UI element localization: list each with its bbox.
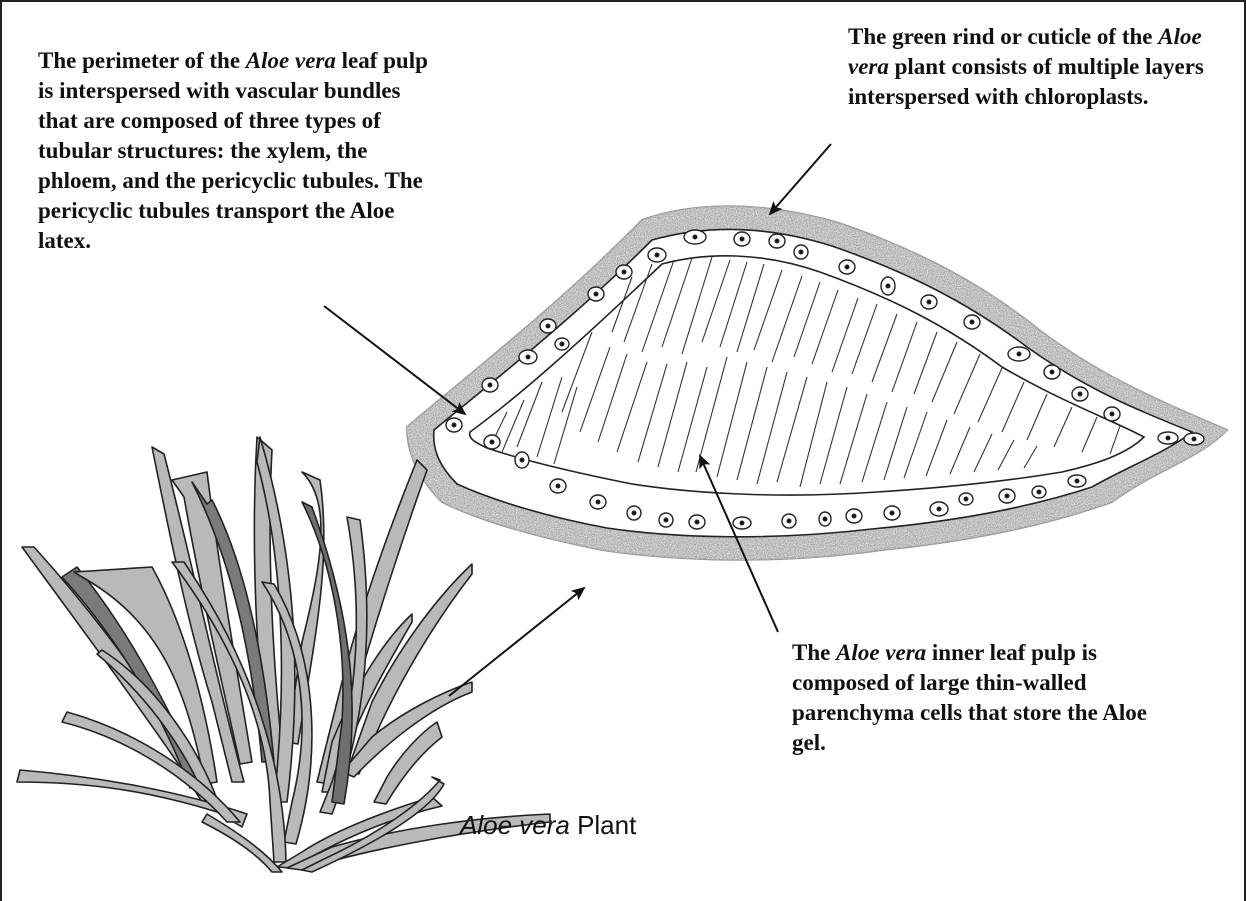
leaf-cross-section (407, 206, 1227, 560)
vascular-bundle (446, 418, 462, 432)
vascular-bundle (1008, 347, 1030, 361)
vascular-bundle (930, 502, 948, 516)
vascular-bundle (881, 277, 895, 295)
vascular-bundle (590, 495, 606, 509)
vascular-bundle (515, 452, 529, 468)
annotation-text: plant consists of multiple layers inters… (848, 54, 1204, 109)
annotation-text: The green rind or cuticle of the (848, 24, 1158, 49)
vascular-bundle (689, 515, 705, 529)
vascular-bundle (540, 319, 556, 333)
arrow-perimeter (324, 306, 465, 414)
vascular-bundle (999, 489, 1015, 503)
annotation-species: Aloe vera (836, 640, 926, 665)
vascular-bundle (1044, 365, 1060, 379)
annotation-text: The perimeter of the (38, 48, 246, 73)
vascular-bundle (921, 295, 937, 309)
vascular-bundle (782, 514, 796, 528)
arrow-rind (770, 144, 831, 214)
caption-species: Aloe vera (460, 810, 570, 840)
vascular-bundle (1104, 407, 1120, 421)
vascular-bundle (659, 513, 673, 527)
vascular-bundle (733, 517, 751, 529)
vascular-bundle (588, 287, 604, 301)
plant-caption: Aloe vera Plant (460, 810, 636, 841)
annotation-text: leaf pulp is interspersed with vascular … (38, 48, 428, 253)
vascular-bundle (769, 234, 785, 248)
vascular-bundle (684, 230, 706, 244)
vascular-bundle (648, 248, 666, 262)
vascular-bundle (819, 512, 831, 526)
perimeter-annotation: The perimeter of the Aloe vera leaf pulp… (38, 46, 438, 256)
vascular-bundle (884, 506, 900, 520)
vascular-bundle (482, 378, 498, 392)
pulp-annotation: The Aloe vera inner leaf pulp is compose… (792, 638, 1172, 758)
rind-annotation: The green rind or cuticle of the Aloe ve… (848, 22, 1238, 112)
vascular-bundle (1032, 486, 1046, 498)
vascular-bundle (794, 245, 808, 259)
arrow-plant (449, 588, 584, 696)
caption-text: Plant (570, 810, 637, 840)
vascular-bundle (734, 232, 750, 246)
vascular-bundle (1184, 433, 1204, 445)
vascular-bundle (616, 265, 632, 279)
annotation-text: The (792, 640, 836, 665)
vascular-bundle (555, 338, 569, 350)
vascular-bundle (964, 315, 980, 329)
vascular-bundle (627, 506, 641, 520)
vascular-bundle (959, 493, 973, 505)
vascular-bundle (550, 479, 566, 493)
vascular-bundle (839, 260, 855, 274)
vascular-bundle (1072, 387, 1088, 401)
vascular-bundle (1158, 432, 1178, 444)
vascular-bundle (484, 435, 500, 449)
vascular-bundle (846, 509, 862, 523)
vascular-bundle (519, 350, 537, 364)
annotation-species: Aloe vera (246, 48, 336, 73)
vascular-bundle (1068, 475, 1086, 487)
